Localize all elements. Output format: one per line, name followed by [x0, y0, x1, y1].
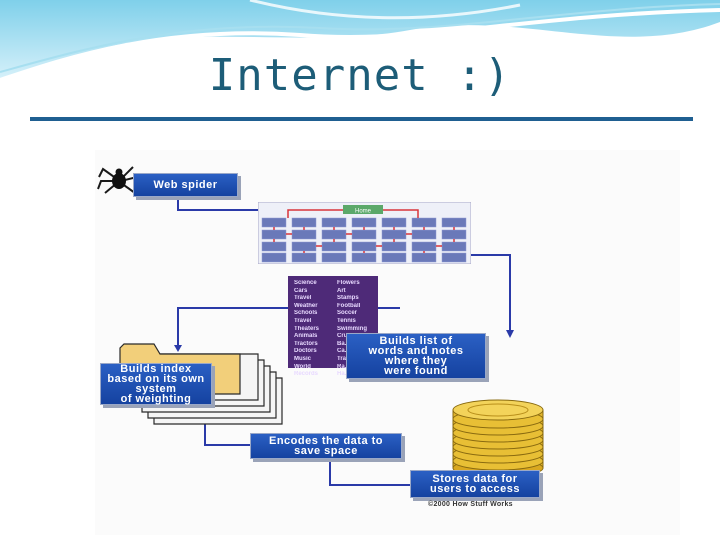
category-item: Flowers [337, 280, 360, 286]
category-item: Tennis [337, 317, 356, 324]
category-item: Travel [294, 295, 312, 302]
category-item: Ba... [337, 340, 350, 347]
encodes-data-label: Encodes the data to save space [250, 433, 402, 459]
spider-icon [97, 166, 138, 194]
category-item: Travel [294, 317, 312, 324]
category-item: Doctors [294, 348, 317, 355]
builds-list-label: Builds list of words and notes where the… [346, 333, 486, 379]
category-item: Schools [294, 310, 318, 317]
category-item: Art [337, 287, 346, 294]
web-spider-label: Web spider [133, 173, 238, 197]
category-item: Records [294, 371, 319, 378]
category-item: Stamps [337, 295, 359, 302]
category-item: Weather [294, 302, 318, 309]
category-item: Music [294, 355, 312, 362]
storage-coins-icon [452, 399, 544, 478]
category-item: Theaters [294, 325, 320, 332]
home-node-label: Home [355, 209, 372, 215]
stores-data-label: Stores data for users to access [410, 470, 540, 498]
copyright-note: ©2000 How Stuff Works [428, 501, 513, 508]
category-item: Soccer [337, 310, 358, 317]
builds-index-label: Builds index based on its own system of … [100, 363, 212, 405]
category-item: Football [337, 302, 361, 309]
title-underline [30, 117, 693, 121]
category-item: Animals [294, 333, 318, 340]
category-item: Tractors [294, 340, 318, 347]
category-item: Tra... [337, 355, 352, 362]
category-item: Cars [294, 287, 308, 294]
category-item: Ca... [337, 348, 350, 355]
category-item: Ra... [337, 363, 350, 370]
page-title: Internet :) [208, 50, 512, 101]
category-item: Science [294, 280, 317, 286]
category-item: Ha... [337, 371, 350, 378]
header-wave-banner [0, 0, 720, 82]
website-page-grid: Home [258, 202, 471, 264]
category-item: Swimming [337, 325, 368, 332]
category-item: World [294, 363, 311, 370]
